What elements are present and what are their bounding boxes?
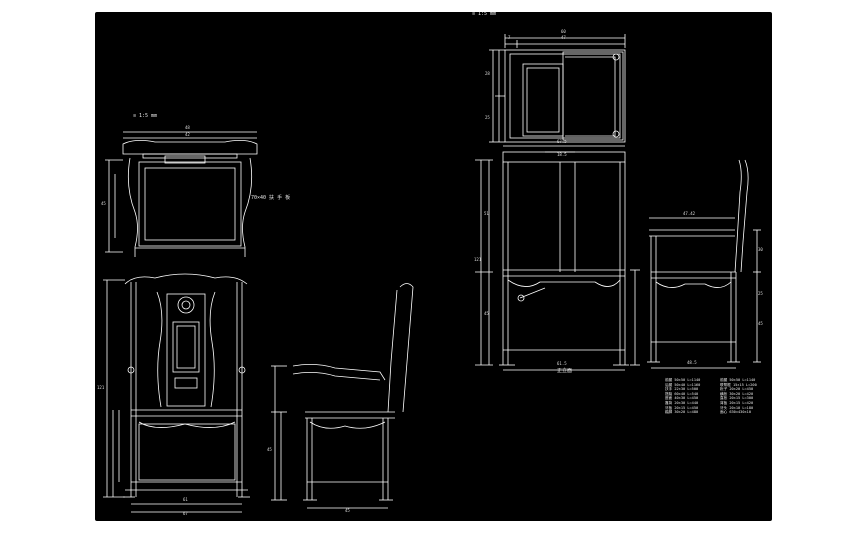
dim-side-bottom: 48.5	[687, 360, 697, 365]
spec-list-right: 前腿 50×50 L=1140 联帮棍 15×15 L=200 枨子 20×20…	[720, 378, 757, 415]
spec-item: 枨子 20×20 L=450	[720, 387, 754, 392]
dim-front-top-overall: 67.5	[557, 139, 567, 144]
dim-left-seat-v: 45	[101, 201, 106, 206]
spec-item: 横枨 30×20 L=420	[720, 391, 754, 396]
spec-item: 搭脑 60×40 L=540	[665, 391, 699, 396]
spec-item: 座面 40×30 L=450	[665, 396, 699, 401]
dim-left-seat-inner: 42	[185, 132, 190, 137]
dim-top-v1: 28	[485, 71, 490, 76]
dim-top-left: 7	[508, 35, 511, 40]
scale-label-left: ≡ 1:5 mm	[133, 113, 158, 119]
chair-drawing-svg	[103, 34, 761, 513]
dim-front-v-total: 121	[474, 257, 482, 262]
seat-plan-view	[489, 34, 626, 143]
dim-side-v1: 30	[758, 247, 763, 252]
dim-left-front-w: 61	[183, 497, 188, 502]
dim-side-top: 47.42	[683, 211, 696, 216]
spec-list-left: 前腿 50×50 L=1140 后腿 50×40 L=1160 扶手 22×30…	[665, 378, 700, 415]
dim-side-v3: 45	[758, 321, 763, 326]
cad-drawing-canvas[interactable]: ≡ 1:5 mm ≡ 1:5 mm 70×40 扶 手 板 60 47 7 28…	[95, 12, 772, 521]
spec-item: 联帮棍 15×15 L=200	[720, 382, 757, 387]
dim-top-inner: 47	[561, 35, 566, 40]
spec-item: 面心 630×430×10	[720, 410, 751, 415]
spec-item: 靠背 20×30 L=440	[665, 400, 699, 405]
spec-item: 扶手 22×30 L=500	[665, 387, 699, 392]
dim-left-side-v: 45	[267, 447, 272, 452]
spec-item: 牙头 20×10 L=180	[720, 405, 754, 410]
dim-front-v-mid: 51	[484, 211, 489, 216]
spec-item: 前腿 50×50 L=1140	[665, 378, 701, 382]
dim-left-front-v: 121	[97, 385, 105, 390]
dim-top-v2: 25	[485, 115, 490, 120]
front-elevation-caption: 正立面	[557, 368, 573, 374]
spec-item: 牙板 20×15 L=450	[665, 405, 699, 410]
dim-left-front-bottom: 67	[183, 511, 188, 516]
front-elevation-view	[475, 145, 640, 371]
dim-left-seat-w: 48	[185, 125, 190, 130]
spec-item: 后腿 50×40 L=1160	[665, 382, 701, 387]
left-seat-top-view	[105, 131, 258, 257]
dim-front-top-inner: 18.5	[557, 152, 567, 157]
scale-label-top: ≡ 1:5 mm	[472, 12, 497, 17]
spec-item: 背板 20×15 L=420	[720, 400, 754, 405]
dim-side-v2: 25	[758, 291, 763, 296]
side-elevation-view	[647, 159, 761, 369]
side-note: 70×40 扶 手 板	[251, 195, 291, 201]
spec-item: 踏脚 30×20 L=480	[665, 410, 699, 415]
spec-item: 前腿 50×50 L=1140	[720, 378, 756, 382]
dim-top-overall: 60	[561, 29, 566, 34]
spec-item: 直枨 20×15 L=300	[720, 396, 754, 401]
left-front-elevation-view	[103, 273, 250, 513]
dim-front-bottom: 61.5	[557, 361, 567, 366]
left-side-elevation-view	[271, 283, 414, 509]
dim-left-side-w: 45	[345, 508, 350, 513]
dim-front-v-low: 45	[484, 311, 489, 316]
